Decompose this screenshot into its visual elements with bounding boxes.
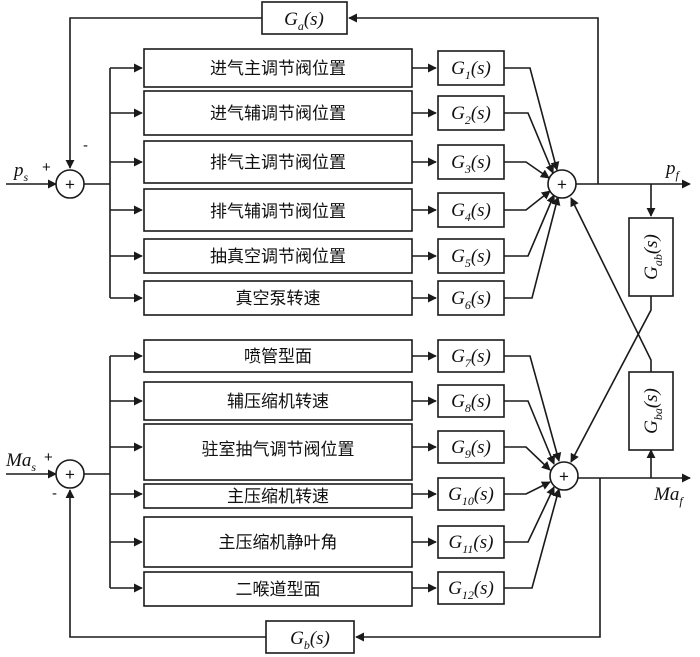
svg-text:排气主调节阀位置: 排气主调节阀位置	[210, 153, 346, 173]
summing-junction-bottom-right	[549, 461, 579, 491]
feedback-wire-gb-out	[65, 489, 266, 638]
tf-block-g1: G1(s)	[412, 50, 505, 86]
top-actuator-1: 进气主调节阀位置	[110, 48, 413, 88]
svg-text:G6(s): G6(s)	[451, 288, 491, 312]
svg-text:G9(s): G9(s)	[451, 437, 491, 461]
tf-block-g4: G4(s)	[412, 192, 505, 228]
sum-symbol: +	[65, 175, 75, 194]
svg-text:Ga(s): Ga(s)	[284, 9, 324, 33]
svg-text:G2(s): G2(s)	[451, 103, 491, 127]
coupling-block-gba	[628, 371, 674, 451]
feedback-wire-gb-in	[355, 478, 601, 642]
input-label-ps: ps	[12, 160, 29, 184]
coupling-label-gba: Gba(s)	[641, 388, 665, 434]
bottom-actuator-1: 喷管型面	[110, 339, 413, 373]
svg-text:G8(s): G8(s)	[451, 391, 491, 415]
coupling-block-gab	[628, 217, 674, 297]
svg-text:Mas: Mas	[5, 450, 36, 474]
svg-text:Maf: Maf	[653, 484, 684, 508]
output-label-pf: pf	[664, 158, 681, 182]
top-actuator-3: 排气主调节阀位置	[110, 140, 413, 184]
svg-text:真空泵转速: 真空泵转速	[236, 289, 321, 309]
svg-text:G12(s): G12(s)	[448, 578, 494, 602]
svg-text:Gba(s): Gba(s)	[641, 388, 665, 434]
sum-sign-plus-bottom: +	[44, 449, 53, 466]
svg-text:Gb(s): Gb(s)	[290, 628, 330, 652]
feedback-wire-ga-out	[65, 17, 262, 169]
sum-sign-plus-top: +	[42, 159, 51, 176]
svg-text:主压缩机转速: 主压缩机转速	[227, 487, 329, 507]
top-actuator-6: 真空泵转速	[110, 280, 413, 316]
tf-block-g10: G10(s)	[412, 477, 505, 511]
bottom-actuator-2: 辅压缩机转速	[110, 381, 413, 421]
sum-sign-minus-top: -	[83, 137, 88, 154]
sum-symbol: +	[65, 465, 75, 484]
svg-text:G3(s): G3(s)	[451, 152, 491, 176]
sum-sign-minus-bottom: -	[52, 485, 57, 502]
svg-text:喷管型面: 喷管型面	[244, 347, 312, 367]
feedback-block-ga	[261, 1, 348, 35]
bottom-actuator-4: 主压缩机转速	[110, 483, 413, 509]
coupling-wire-ba-out	[570, 197, 652, 372]
svg-text:辅压缩机转速: 辅压缩机转速	[227, 392, 329, 412]
tf-block-g8: G8(s)	[412, 384, 505, 418]
svg-text:Gab(s): Gab(s)	[641, 234, 665, 280]
converge-bottom	[504, 355, 562, 589]
svg-text:G5(s): G5(s)	[451, 246, 491, 270]
feedback-label-ga: Ga(s)	[284, 9, 324, 33]
bottom-actuator-3: 驻室抽气调节阀位置	[110, 423, 413, 481]
tf-block-g7: G7(s)	[412, 339, 505, 373]
svg-text:驻室抽气调节阀位置: 驻室抽气调节阀位置	[202, 440, 355, 460]
svg-text:ps: ps	[12, 160, 29, 184]
feedback-label-gb: Gb(s)	[290, 628, 330, 652]
svg-text:G10(s): G10(s)	[448, 484, 494, 508]
top-actuator-4: 排气辅调节阀位置	[110, 188, 413, 232]
feedback-wire-ga-in	[348, 13, 599, 184]
converge-top	[504, 67, 561, 299]
tf-block-g6: G6(s)	[412, 280, 505, 316]
svg-text:G4(s): G4(s)	[451, 200, 491, 224]
sum-symbol: +	[557, 175, 567, 194]
tf-block-g9: G9(s)	[412, 430, 505, 464]
svg-text:进气辅调节阀位置: 进气辅调节阀位置	[210, 104, 346, 124]
tf-block-g3: G3(s)	[412, 144, 505, 180]
coupling-wire-ab-out	[570, 296, 652, 463]
svg-text:G1(s): G1(s)	[451, 58, 491, 82]
top-actuator-2: 进气辅调节阀位置	[110, 90, 413, 136]
feedback-block-gb	[265, 620, 355, 654]
coupling-label-gab: Gab(s)	[641, 234, 665, 280]
svg-text:主压缩机静叶角: 主压缩机静叶角	[219, 533, 338, 553]
bottom-actuator-5: 主压缩机静叶角	[110, 516, 413, 568]
top-actuator-5: 抽真空调节阀位置	[110, 238, 413, 274]
svg-text:二喉道型面: 二喉道型面	[236, 580, 321, 600]
svg-text:进气主调节阀位置: 进气主调节阀位置	[210, 59, 346, 79]
input-label-mas: Mas	[5, 450, 36, 474]
svg-text:抽真空调节阀位置: 抽真空调节阀位置	[210, 247, 346, 267]
tf-block-g12: G12(s)	[412, 571, 505, 605]
tf-block-g11: G11(s)	[412, 525, 505, 559]
output-label-maf: Maf	[653, 484, 684, 508]
svg-text:pf: pf	[664, 158, 681, 182]
svg-text:G11(s): G11(s)	[449, 532, 494, 556]
svg-text:G7(s): G7(s)	[451, 346, 491, 370]
tf-block-g5: G5(s)	[412, 238, 505, 274]
bottom-actuator-6: 二喉道型面	[110, 571, 413, 607]
svg-text:排气辅调节阀位置: 排气辅调节阀位置	[210, 202, 346, 222]
sum-symbol: +	[559, 467, 569, 486]
tf-block-g2: G2(s)	[412, 95, 505, 131]
